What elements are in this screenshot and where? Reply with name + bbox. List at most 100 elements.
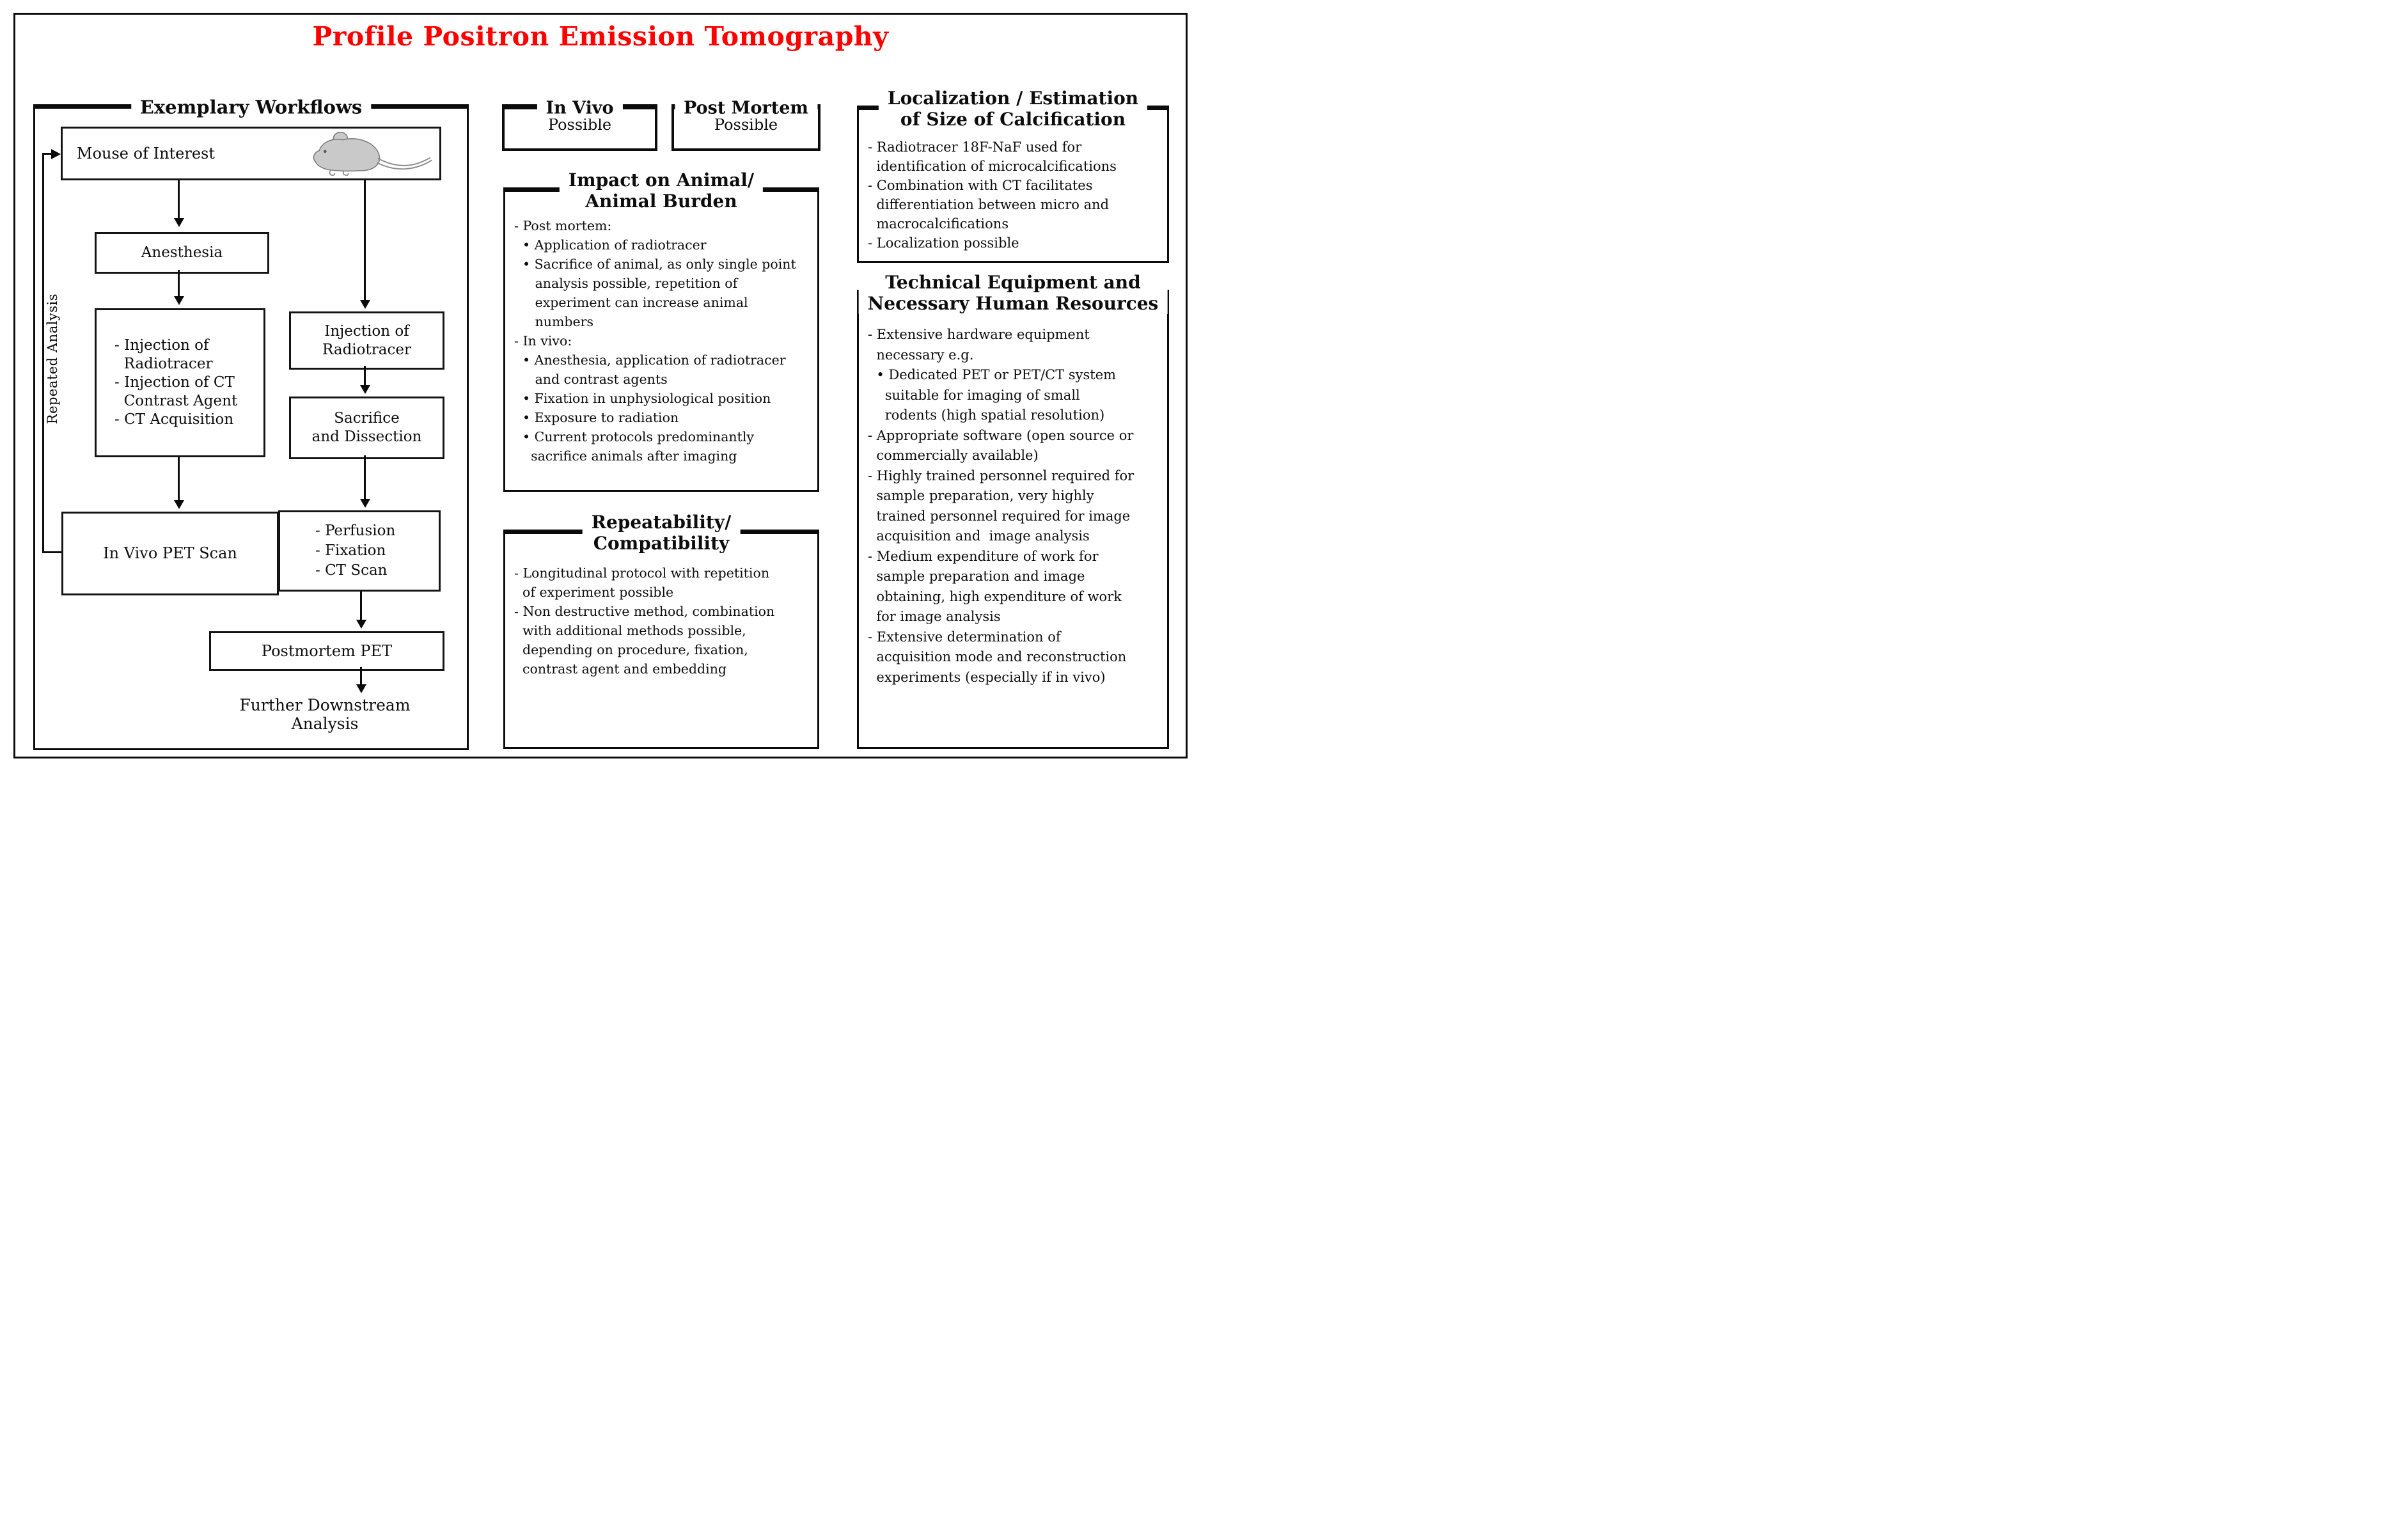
text-line: commercially available) — [868, 448, 1039, 463]
text-line: - Fixation — [315, 542, 386, 559]
text-line: • Fixation in unphysiological position — [514, 391, 771, 406]
localization-panel: Localization / Estimation of Size of Cal… — [857, 88, 1169, 263]
impact-panel-title: Impact on Animal/ Animal Burden — [559, 169, 764, 212]
text-line: contrast agent and embedding — [514, 661, 727, 677]
text-line: trained personnel required for image — [868, 508, 1131, 524]
text-line: • Dedicated PET or PET/CT system — [868, 367, 1117, 382]
text-line: macrocalcifications — [868, 216, 1009, 232]
repeatability-title-line2: Compatibility — [593, 533, 730, 554]
invivo-pet-scan-label: In Vivo PET Scan — [103, 544, 237, 562]
localization-title-line2: of Size of Calcification — [900, 109, 1126, 130]
workflows-panel-title: Exemplary Workflows — [130, 97, 372, 118]
repeated-analysis-label: Repeated Analysis — [45, 294, 60, 425]
text-line: for image analysis — [868, 609, 1001, 624]
technical-panel: Technical Equipment and Necessary Human … — [857, 272, 1169, 749]
further-downstream-label: Further Downstream Analysis — [239, 696, 411, 733]
figure-canvas: Profile Positron Emission Tomography Exe… — [0, 0, 1201, 770]
mouse-of-interest-box: Mouse of Interest — [61, 127, 441, 180]
anesthesia-label: Anesthesia — [141, 244, 223, 261]
text-line: necessary e.g. — [868, 347, 974, 363]
text-line: - Combination with CT facilitates — [868, 178, 1093, 193]
technical-title-line2: Necessary Human Resources — [867, 293, 1159, 314]
localization-panel-title: Localization / Estimation of Size of Cal… — [878, 88, 1148, 130]
text-line: obtaining, high expenditure of work — [868, 588, 1122, 604]
technical-content: - Extensive hardware equipment necessary… — [868, 325, 1166, 688]
postmortem-possible-box: Post Mortem Possible — [671, 97, 820, 151]
repeatability-panel: Repeatability/ Compatibility - Longitudi… — [503, 512, 819, 749]
injection-radiotracer-line2: Radiotracer — [322, 341, 411, 358]
text-line: - Radiotracer 18F-NaF used for — [868, 139, 1082, 155]
text-line: • Sacrifice of animal, as only single po… — [514, 256, 796, 272]
invivo-pet-scan-box: In Vivo PET Scan — [61, 512, 279, 595]
postmortem-prep-lines: - Perfusion- Fixation- CT Scan — [315, 521, 395, 581]
text-line: - Extensive hardware equipment — [868, 327, 1090, 342]
text-line: numbers — [514, 314, 594, 329]
postmortem-pet-box: Postmortem PET — [209, 631, 444, 671]
repeatability-panel-title: Repeatability/ Compatibility — [582, 512, 741, 554]
text-line: and contrast agents — [514, 372, 668, 387]
text-line: - Highly trained personnel required for — [868, 468, 1134, 483]
impact-title-line1: Impact on Animal/ — [568, 169, 755, 191]
text-line: • Exposure to radiation — [514, 410, 679, 425]
text-line: - Extensive determination of — [868, 629, 1061, 645]
anesthesia-box: Anesthesia — [95, 232, 269, 274]
text-line: depending on procedure, fixation, — [514, 642, 748, 657]
postmortem-pet-label: Postmortem PET — [261, 641, 393, 660]
flow-arrow — [178, 180, 180, 219]
invivo-possible-title: In Vivo — [537, 97, 623, 119]
localization-title-line1: Localization / Estimation — [887, 88, 1139, 109]
injection-radiotracer-line1: Injection of — [324, 322, 409, 340]
postmortem-possible-title: Post Mortem — [675, 97, 817, 119]
technical-title-line1: Technical Equipment and — [885, 272, 1141, 293]
text-line: acquisition mode and reconstruction — [868, 649, 1127, 664]
sacrifice-dissection-box: Sacrifice and Dissection — [289, 397, 444, 459]
text-line: sample preparation and image — [868, 569, 1085, 584]
text-line: - Localization possible — [868, 235, 1019, 251]
text-line: differentiation between micro and — [868, 197, 1110, 212]
repeatability-title-line1: Repeatability/ — [591, 512, 732, 533]
text-line: - Perfusion — [315, 522, 396, 539]
flow-arrow — [364, 455, 366, 499]
loop-line-vertical — [42, 153, 44, 553]
impact-panel: Impact on Animal/ Animal Burden - Post m… — [503, 169, 819, 492]
sacrifice-line1: Sacrifice — [334, 410, 400, 427]
loop-line-top — [42, 153, 52, 155]
text-line: - CT Acquisition — [114, 411, 234, 428]
text-line: - In vivo: — [514, 333, 572, 349]
text-line: experiments (especially if in vivo) — [868, 669, 1106, 685]
technical-panel-title: Technical Equipment and Necessary Human … — [858, 272, 1168, 314]
flow-arrow — [178, 457, 180, 501]
text-line: sacrifice animals after imaging — [514, 448, 737, 464]
text-line: Contrast Agent — [114, 393, 238, 409]
loop-line-bottom — [42, 551, 61, 553]
text-line: - Non destructive method, combination — [514, 604, 775, 619]
flow-arrow — [364, 366, 366, 386]
localization-content: - Radiotracer 18F-NaF used for identific… — [868, 138, 1166, 253]
invivo-prep-box: - Injection of Radiotracer- Injection of… — [95, 308, 265, 457]
flow-arrow — [360, 667, 362, 685]
text-line: sample preparation, very highly — [868, 488, 1094, 503]
text-line: - Injection of — [114, 337, 209, 354]
text-line: rodents (high spatial resolution) — [868, 407, 1105, 423]
text-line: • Anesthesia, application of radiotracer — [514, 352, 786, 368]
text-line: - Longitudinal protocol with repetition — [514, 565, 770, 581]
text-line: - Appropriate software (open source or — [868, 427, 1134, 443]
impact-content: - Post mortem: • Application of radiotra… — [514, 216, 816, 466]
invivo-possible-box: In Vivo Possible — [502, 97, 657, 151]
injection-radiotracer-box: Injection of Radiotracer — [289, 311, 444, 370]
text-line: • Current protocols predominantly — [514, 429, 754, 444]
text-line: of experiment possible — [514, 585, 674, 600]
text-line: • Application of radiotracer — [514, 237, 707, 253]
text-line: suitable for imaging of small — [868, 387, 1080, 403]
impact-title-line2: Animal Burden — [585, 191, 737, 212]
text-line: Radiotracer — [114, 356, 213, 372]
postmortem-possible-value: Possible — [714, 116, 778, 134]
text-line: - Post mortem: — [514, 218, 612, 233]
sacrifice-line2: and Dissection — [311, 428, 422, 445]
flow-arrow — [178, 270, 180, 297]
repeatability-content: - Longitudinal protocol with repetition … — [514, 563, 816, 679]
text-line: experiment can increase animal — [514, 295, 748, 310]
invivo-prep-lines: - Injection of Radiotracer- Injection of… — [114, 336, 237, 429]
figure-border — [13, 13, 1188, 758]
text-line: identification of microcalcifications — [868, 159, 1117, 174]
